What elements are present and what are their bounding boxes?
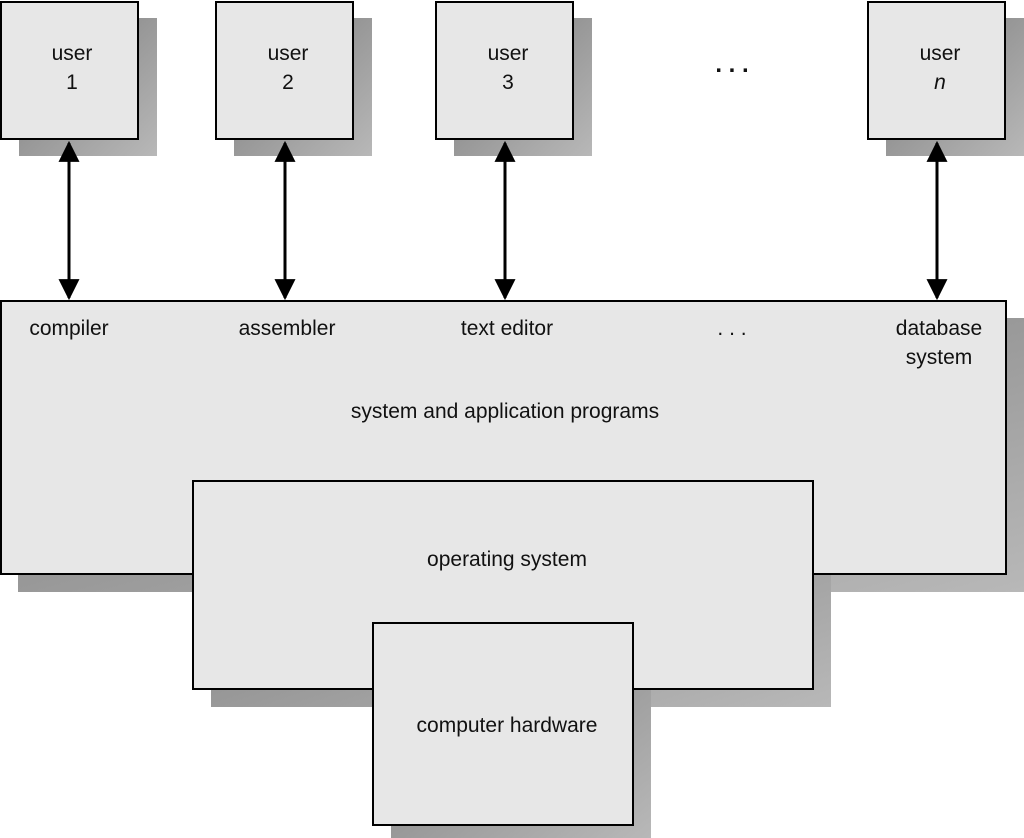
program-label-database-line-1: database bbox=[896, 317, 982, 340]
program-label-database-line-2: system bbox=[906, 346, 973, 369]
user-1-label-top: user bbox=[52, 42, 93, 65]
users-ellipsis: . . . bbox=[715, 51, 748, 78]
user-n-label-bottom: n bbox=[934, 71, 946, 94]
user-2-label-bottom: 2 bbox=[282, 71, 294, 94]
user-n-label-top: user bbox=[920, 42, 961, 65]
program-label-text-editor: text editor bbox=[461, 317, 553, 340]
user-box-1 bbox=[0, 1, 139, 140]
user-3-label-top: user bbox=[488, 42, 529, 65]
os-title: operating system bbox=[427, 548, 587, 571]
user-box-3 bbox=[435, 1, 574, 140]
program-label-compiler: compiler bbox=[29, 317, 108, 340]
user-box-2 bbox=[215, 1, 354, 140]
user-3-label-bottom: 3 bbox=[502, 71, 514, 94]
user-box-n bbox=[867, 1, 1006, 140]
hardware-title: computer hardware bbox=[417, 714, 598, 737]
user-1-label-bottom: 1 bbox=[66, 71, 78, 94]
user-2-label-top: user bbox=[268, 42, 309, 65]
program-label-assembler: assembler bbox=[239, 317, 336, 340]
programs-title: system and application programs bbox=[351, 400, 659, 423]
hardware-box bbox=[372, 622, 634, 826]
programs-ellipsis: . . . bbox=[717, 317, 746, 340]
